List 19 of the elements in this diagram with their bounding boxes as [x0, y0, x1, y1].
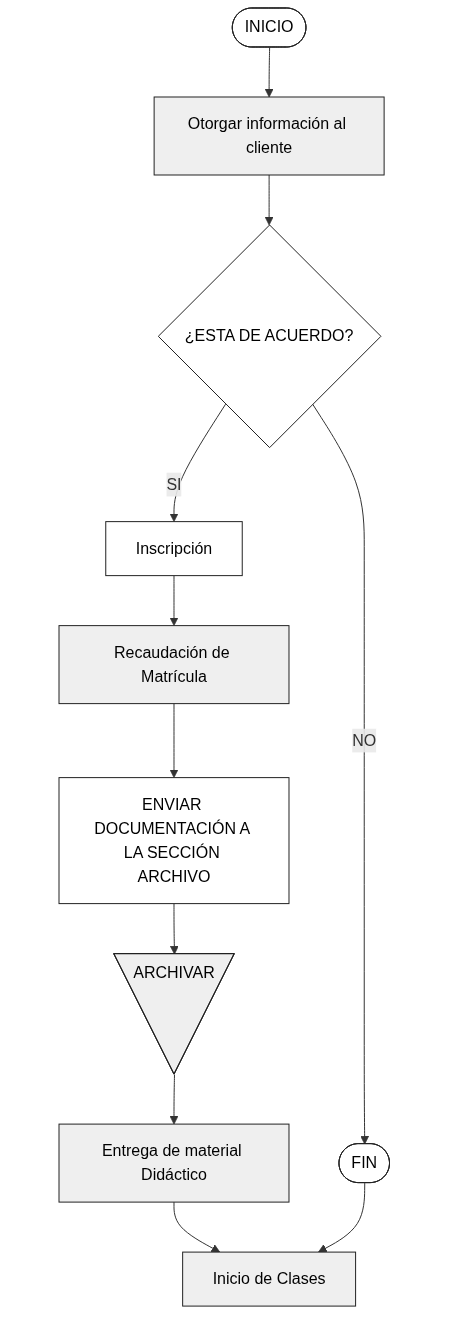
node-box: Otorgar información al cliente — [153, 96, 385, 176]
node-box: Entrega de material Didáctico — [58, 1123, 290, 1203]
node-box: Recaudación de Matrícula — [58, 625, 290, 705]
node-diamond: ¿ESTA DE ACUERDO? — [158, 224, 382, 449]
node-box: Inscripción — [105, 521, 243, 577]
edge-label: SI — [166, 475, 182, 493]
arrow — [169, 575, 179, 626]
arrow — [170, 903, 179, 955]
arrow — [312, 403, 370, 1145]
arrow — [169, 1074, 179, 1125]
edge-label: NO — [352, 731, 377, 749]
arrow — [318, 1182, 366, 1253]
node-box: ENVIAR DOCUMENTACIÓN A LA SECCIÓN ARCHIVO — [58, 777, 290, 905]
node-box: Inicio de Clases — [182, 1251, 357, 1307]
arrow — [264, 47, 274, 98]
arrow — [173, 1201, 221, 1253]
arrow — [264, 174, 274, 226]
arrow — [169, 403, 227, 522]
arrow — [169, 703, 179, 778]
